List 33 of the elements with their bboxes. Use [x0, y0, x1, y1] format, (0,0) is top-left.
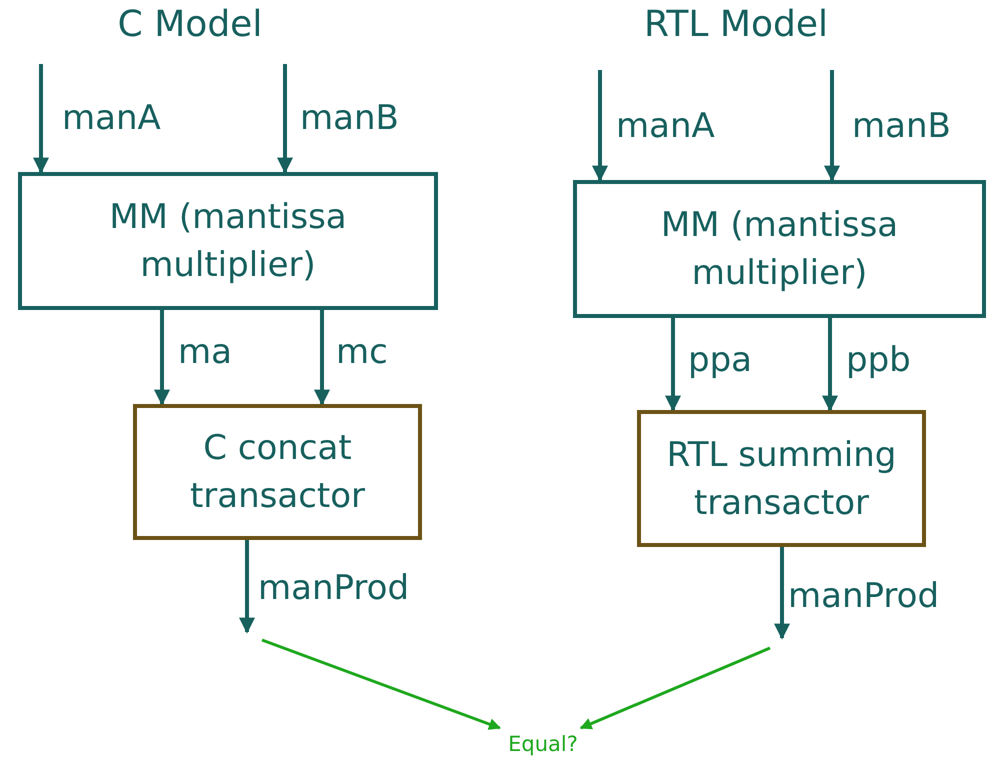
arrow	[665, 318, 681, 412]
edge-label: manB	[300, 98, 399, 138]
arrow	[33, 64, 49, 174]
arrow	[277, 64, 293, 174]
arrow	[580, 646, 771, 730]
box-label: MM (mantissa multiplier)	[660, 204, 900, 295]
box-label: RTL summing transactor	[666, 434, 898, 524]
process-box	[637, 410, 926, 547]
edge-label: ppa	[688, 340, 752, 380]
column-title: RTL Model	[644, 4, 828, 46]
arrow	[824, 70, 840, 182]
result-label: Equal?	[508, 731, 578, 758]
box-label: MM (mantissa multiplier)	[108, 196, 348, 287]
arrow	[239, 540, 255, 634]
process-box	[573, 180, 986, 318]
edge-label: mc	[336, 332, 388, 372]
arrow	[822, 318, 838, 412]
edge-label: manA	[62, 98, 161, 138]
edge-label: ppb	[846, 340, 911, 380]
arrow	[774, 547, 790, 640]
edge-label: manA	[616, 106, 715, 146]
edge-label: manB	[852, 106, 951, 146]
process-box	[133, 404, 422, 540]
column-title: C Model	[118, 4, 262, 46]
edge-label: manProd	[788, 576, 940, 616]
edge-label: ma	[178, 332, 232, 372]
arrow	[592, 70, 608, 182]
arrow	[314, 310, 330, 406]
arrow	[154, 310, 170, 406]
process-box	[18, 172, 438, 310]
edge-label: manProd	[258, 568, 410, 608]
arrow	[261, 638, 501, 730]
box-label: C concat transactor	[188, 427, 366, 518]
